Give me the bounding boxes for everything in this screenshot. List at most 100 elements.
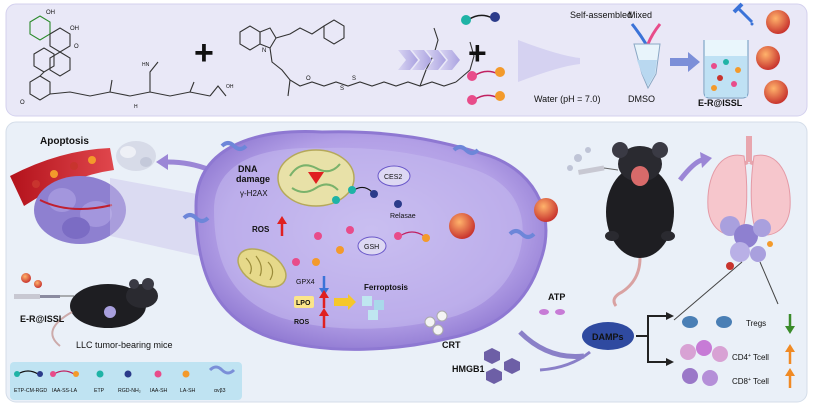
dna-damage-label-line2: damage (236, 174, 270, 184)
lung-projection-line-2 (759, 261, 779, 305)
legend-icon-integrin (208, 365, 236, 375)
legend-label-etp: ETP (94, 388, 105, 394)
atp-molecule-2 (555, 309, 565, 315)
legend-label-iaa-sh: IAA-SH (150, 388, 168, 394)
plus-symbol-1: + (194, 34, 214, 72)
cd4-main-text: CD4 (732, 353, 749, 362)
crt-molecule-3 (432, 324, 444, 336)
self-assembled-label: Self-assembled (570, 10, 632, 20)
ros-top-up-arrow-head (277, 216, 287, 224)
legend-label-rgd-nh2: RGD-NH₂ (118, 388, 141, 394)
damps-to-tcells-arrow (647, 336, 668, 363)
svg-text:S: S (352, 76, 356, 82)
iaa-sh-dot-2 (292, 258, 300, 266)
lpo-label: LPO (296, 300, 311, 307)
crt-label: CRT (442, 340, 461, 350)
legend-label-etp-cm-rgd: ETP-CM-RGD (14, 388, 47, 394)
cell-nucleus (277, 149, 355, 207)
svg-text:O: O (20, 100, 25, 106)
hmgb1-molecules (484, 348, 520, 384)
cd4-suffix: Tcell (753, 353, 769, 362)
eppendorf-tube (633, 43, 661, 90)
mixing-funnel-shape (518, 40, 580, 82)
cd8-suffix: Tcell (753, 377, 769, 386)
pink-mixing-arrow (646, 23, 662, 45)
h2ax-label: γ-H2AX (240, 189, 268, 198)
released-iaa-dot (346, 226, 354, 234)
hmgb1-to-damps-arrow (539, 350, 591, 372)
ros-top-label: ROS (252, 225, 270, 234)
released-rgd-dot (394, 200, 402, 208)
gsh-label: GSH (364, 244, 379, 251)
svg-text:OH: OH (226, 84, 234, 90)
probe-in-cell-etp (348, 186, 378, 198)
process-chevrons (398, 50, 460, 70)
syringe-icon-left (14, 294, 74, 299)
gsh-shape (357, 236, 387, 256)
iaa-ss-la-probe-icon-1 (467, 67, 505, 81)
damps-bubble (582, 322, 634, 350)
svg-text:OH: OH (70, 26, 79, 32)
cd8-main-text: CD8 (732, 377, 749, 386)
water-label: Water (pH = 7.0) (534, 94, 600, 104)
released-etp-dot (332, 196, 340, 204)
crt-molecule-1 (424, 316, 436, 328)
legend-label-integrin: αvβ3 (214, 388, 226, 394)
damps-to-tregs-arrow-head (666, 312, 674, 320)
svg-text:N: N (262, 48, 266, 54)
svg-text:HN: HN (142, 62, 150, 68)
injected-nanoparticles-left (21, 273, 42, 288)
damps-label: DAMPs (592, 332, 624, 342)
product-label: E-R@ISSL (698, 98, 743, 108)
svg-text:OH: OH (46, 10, 55, 16)
hmgb1-label: HMGB1 (452, 364, 485, 374)
tumor-bearing-mouse (51, 278, 158, 347)
cd8-superscript: + (748, 377, 751, 383)
cd4-up-arrow-head (785, 344, 795, 352)
released-la-dot (336, 246, 344, 254)
iaa-ss-la-probe-icon-2 (467, 91, 505, 105)
nanoparticle-ball-3 (764, 80, 788, 104)
ces2-enzyme (377, 165, 411, 187)
svg-text:S: S (340, 86, 344, 92)
treated-mouse (605, 142, 675, 307)
t-cell-cluster (680, 340, 728, 386)
mouse-caption: LLC tumor-bearing mice (76, 340, 173, 350)
atp-molecule-1 (539, 309, 549, 315)
treg-cell-2 (716, 316, 732, 328)
nanoparticle-outside-cell (534, 198, 558, 222)
legend-icon-iaa-ss-la (50, 370, 79, 377)
legend-icon-etp-cm-rgd (14, 370, 43, 377)
nanoparticle-entering-cell (449, 213, 475, 239)
gpx4-label: GPX4 (296, 279, 315, 286)
ferroptosis-arrow (334, 294, 356, 310)
tregs-label: Tregs (746, 319, 766, 328)
probe-in-cell-iaa (394, 231, 430, 242)
tregs-down-arrow-head (785, 326, 795, 334)
ferroptotic-debris (362, 296, 384, 320)
injection-label: E-R@ISSL (20, 314, 65, 324)
dna-damage-label-line1: DNA (238, 164, 258, 174)
lpo-highlight (294, 296, 314, 308)
mixed-label: Mixed (628, 10, 652, 20)
mouse-to-lung-arrow-head (700, 152, 712, 168)
dmso-label: DMSO (628, 94, 655, 104)
legend-icon-la-sh (182, 370, 190, 378)
la-sh-dot (312, 258, 320, 266)
lung-tumor-cells (720, 216, 773, 270)
apoptotic-cell-icon (116, 141, 156, 171)
beaker-with-nanoparticles (703, 40, 749, 99)
legend-icon-iaa-sh (154, 370, 162, 378)
svg-text:H: H (134, 104, 138, 110)
damps-to-tregs-arrow (636, 315, 668, 337)
apoptosis-label: Apoptosis (40, 136, 89, 147)
cd4-label: CD4+Tcell (732, 353, 769, 362)
iaa-sh-dot (314, 232, 322, 240)
blue-mixing-arrow (630, 23, 648, 45)
blood-vessel-tumor (10, 148, 126, 244)
legend-panel (10, 362, 242, 400)
pipette-icon (732, 2, 754, 26)
integrin-receptor-3 (182, 213, 210, 223)
